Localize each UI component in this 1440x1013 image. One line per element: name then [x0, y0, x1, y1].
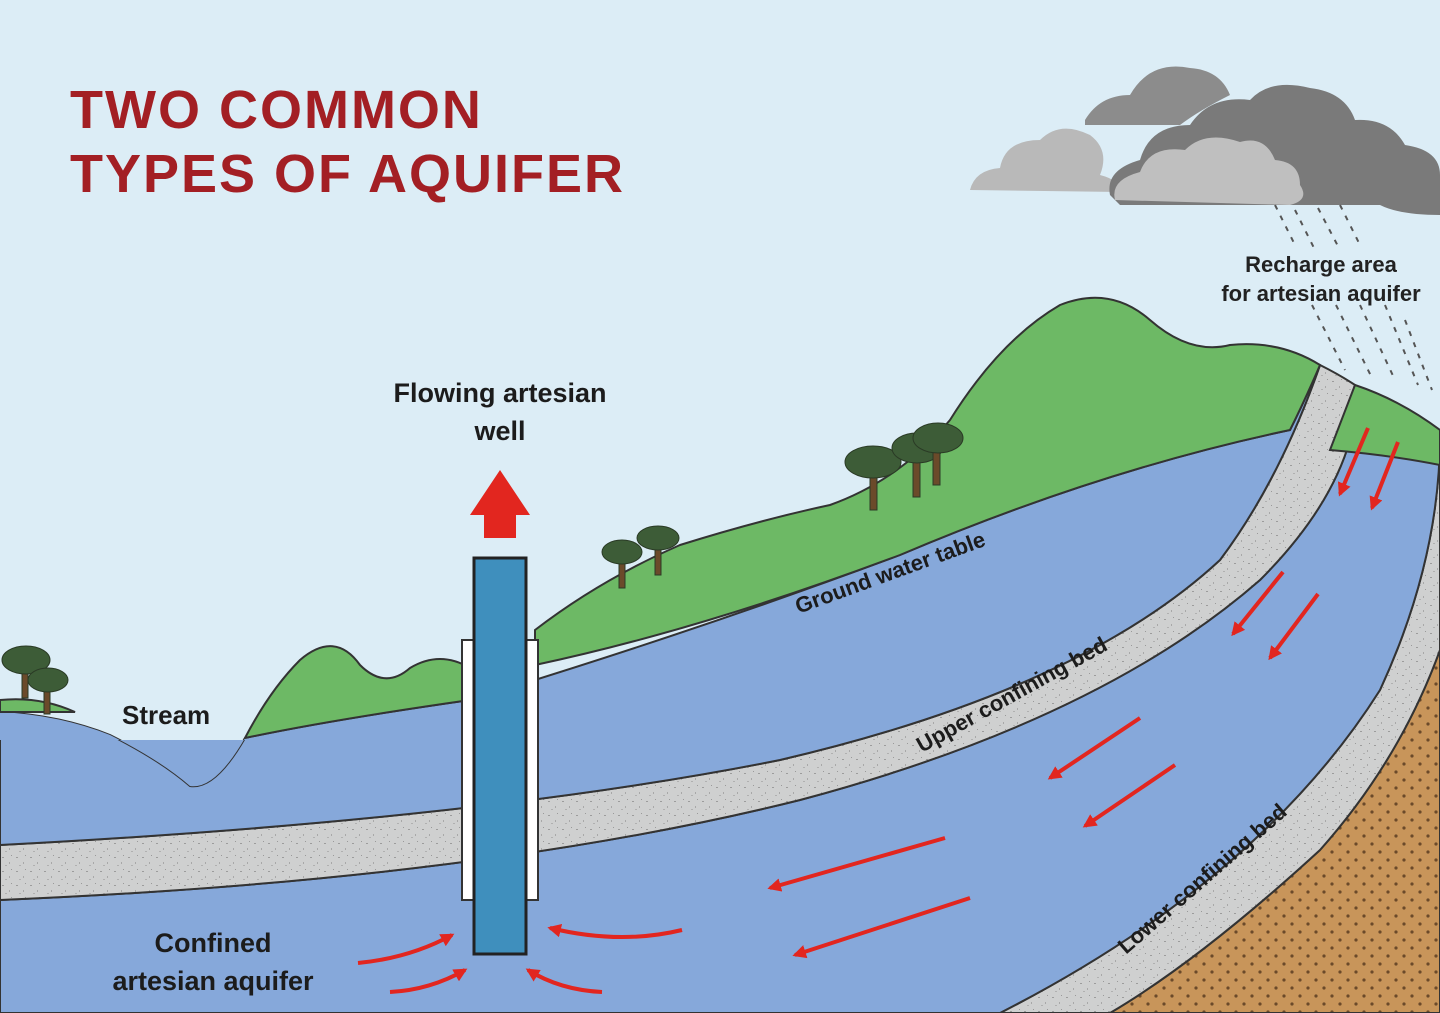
confined-label-line-1: Confined: [154, 928, 272, 958]
flow-arrows: [357, 427, 1400, 994]
title-line-2: TYPES OF AQUIFER: [70, 144, 626, 204]
label-confined-aquifer: Confined artesian aquifer: [88, 924, 338, 1000]
recharge-label-line-2: for artesian aquifer: [1221, 281, 1421, 306]
stream-water: [0, 712, 250, 787]
rain: [1274, 204, 1433, 391]
outflow-up-arrow: [470, 470, 530, 538]
well-pipe: [472, 556, 528, 956]
confined-label-line-2: artesian aquifer: [112, 966, 314, 996]
well-label-line-1: Flowing artesian: [393, 378, 607, 408]
well-label-line-2: well: [474, 416, 526, 446]
storm-cloud: [970, 66, 1440, 215]
recharge-label-line-1: Recharge area: [1245, 252, 1397, 277]
label-recharge-area: Recharge area for artesian aquifer: [1196, 250, 1440, 308]
trees: [1, 422, 964, 715]
label-stream: Stream: [122, 700, 211, 730]
label-flowing-artesian-well: Flowing artesian well: [360, 374, 640, 450]
diagram-title: TWO COMMON TYPES OF AQUIFER: [70, 78, 625, 206]
title-line-1: TWO COMMON: [70, 80, 483, 140]
